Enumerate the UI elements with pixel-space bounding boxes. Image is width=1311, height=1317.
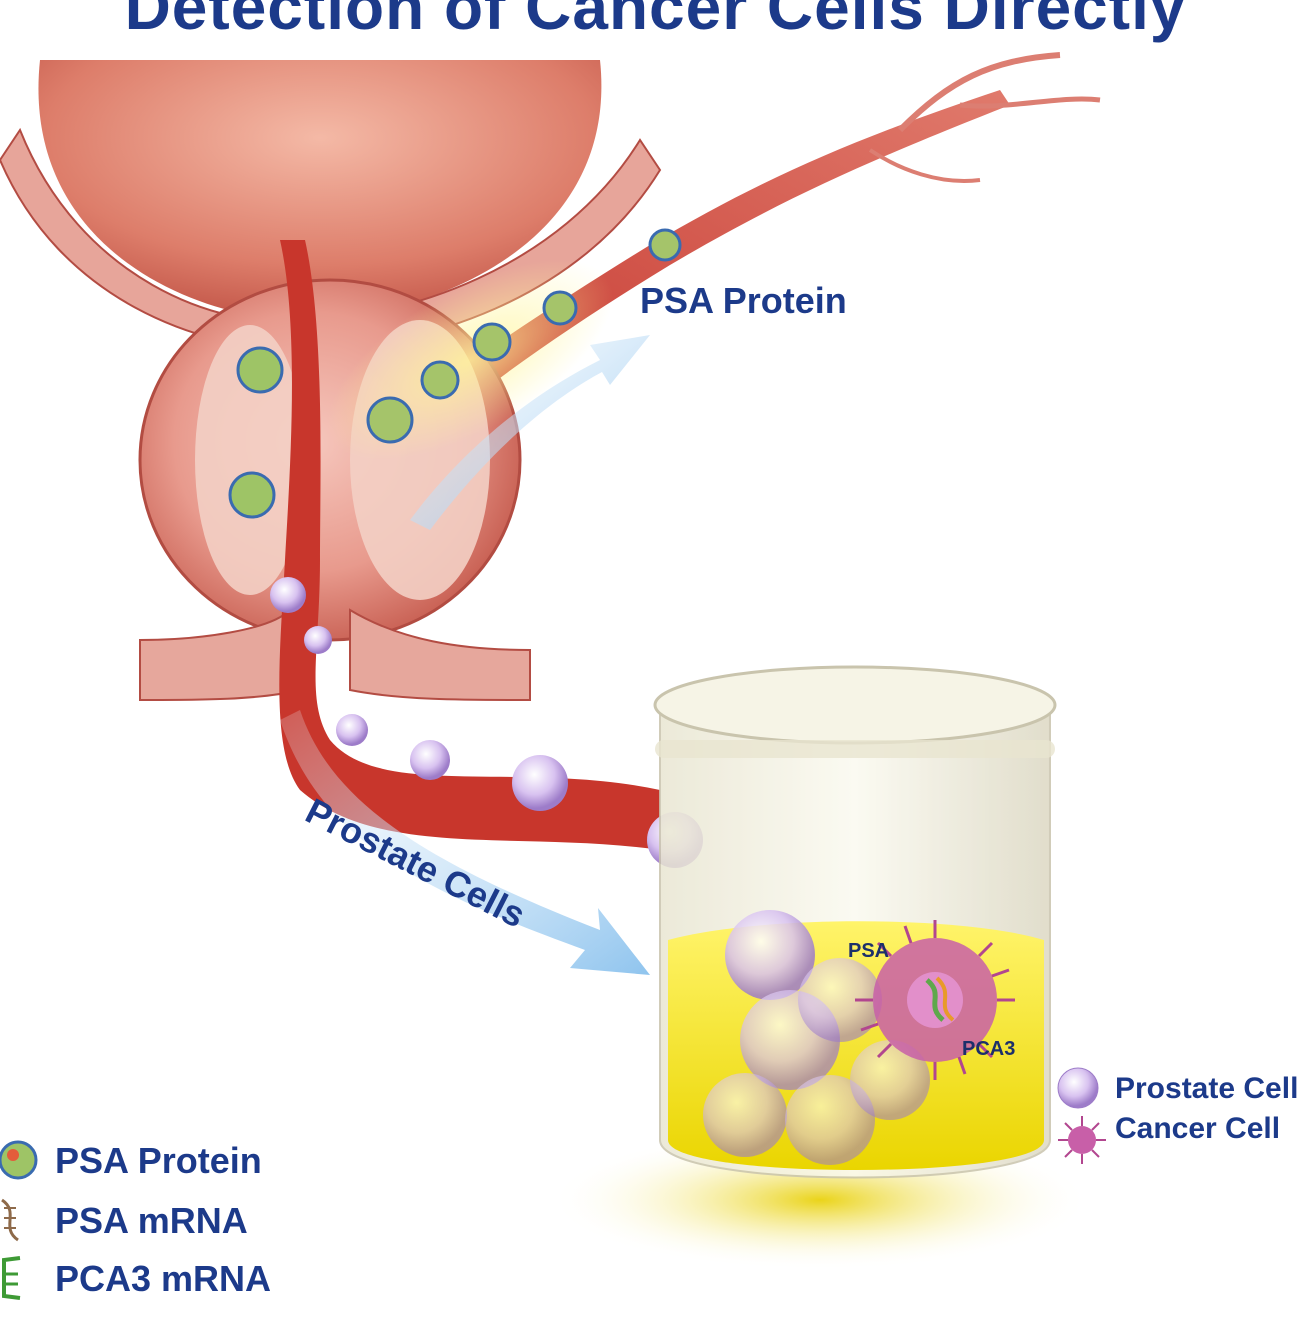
psa-cup-label: PSA (848, 940, 889, 963)
legend-item-pca3-mrna: PCA3 mRNA (55, 1258, 271, 1300)
legend-label: Prostate Cell (1115, 1072, 1298, 1106)
psa-protein-icon (0, 1142, 36, 1178)
legend-label: Cancer Cell (1115, 1112, 1280, 1146)
psa-protein-arrow-label: PSA Protein (640, 280, 847, 322)
legend-item-cancer-cell: Cancer Cell (1115, 1112, 1280, 1146)
pca3-cup-label: PCA3 (962, 1038, 1015, 1061)
diagram-title: Detection of Cancer Cells Directly (0, 0, 1311, 44)
jar-rim (655, 667, 1055, 743)
legend-item-prostate-cell: Prostate Cell (1115, 1072, 1298, 1106)
legend-item-psa-mrna: PSA mRNA (55, 1200, 248, 1242)
legend-label: PSA mRNA (55, 1200, 248, 1242)
legend-label: PCA3 mRNA (55, 1258, 271, 1300)
legend-item-psa-protein: PSA Protein (55, 1140, 262, 1182)
pca3-mrna-icon (4, 1258, 20, 1298)
pelvic-floor-left (140, 610, 300, 700)
pelvic-floor-right (350, 610, 530, 700)
cancer-cell-icon (1058, 1116, 1106, 1164)
prostate-cell-icon (1058, 1068, 1098, 1108)
legend-label: PSA Protein (55, 1140, 262, 1182)
jar-thread (655, 740, 1055, 758)
psa-mrna-icon (2, 1200, 18, 1240)
